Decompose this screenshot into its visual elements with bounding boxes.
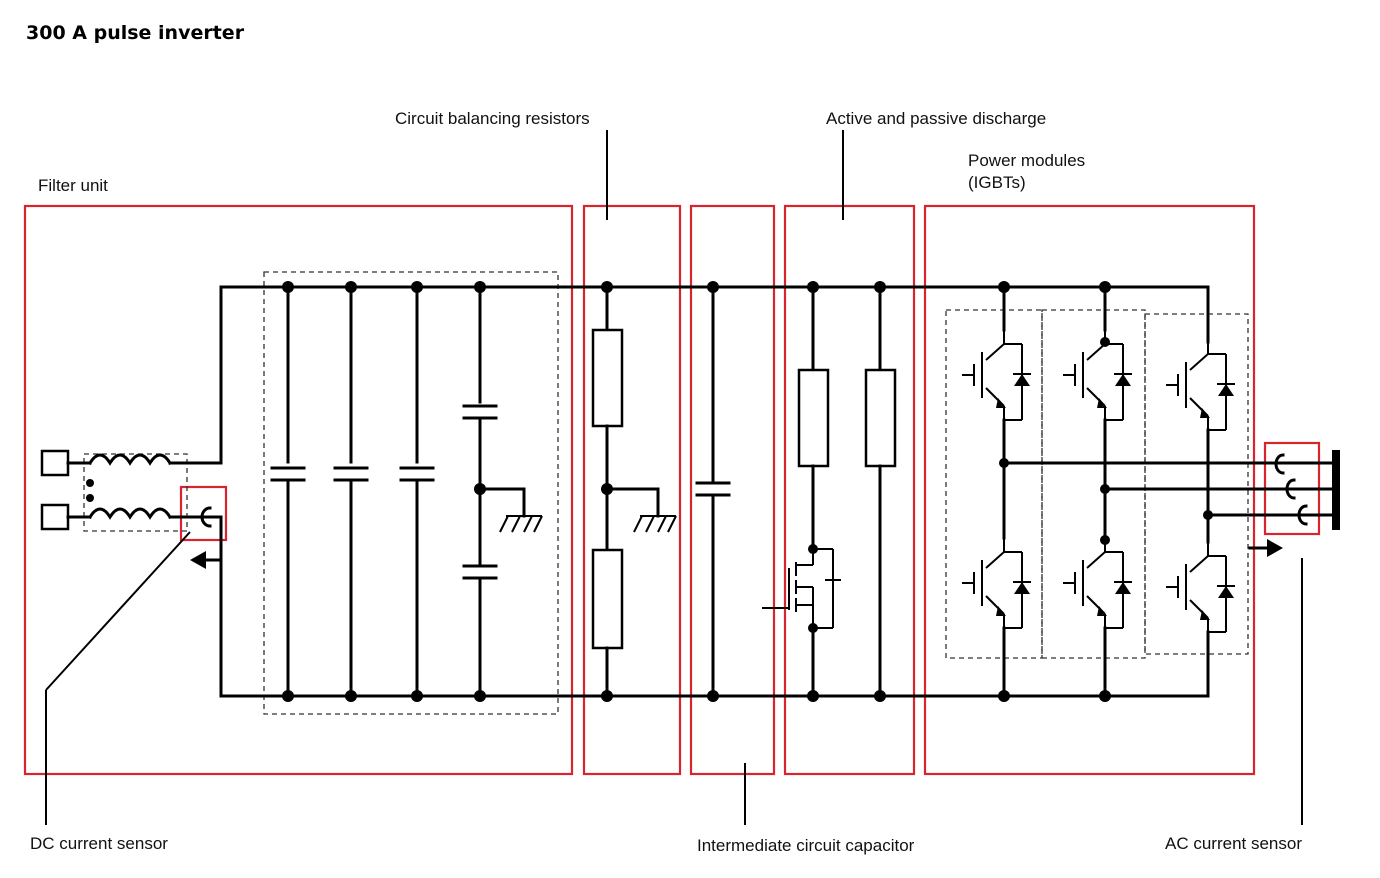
dc-current-arrow <box>190 551 206 569</box>
common-mode-choke <box>83 453 188 532</box>
balancing-resistors-box <box>582 204 682 776</box>
dc-input-terminal-minus <box>40 503 70 531</box>
phase-module-u <box>945 309 1043 659</box>
intermediate-capacitor-box <box>689 204 776 776</box>
igbt-bridge <box>961 285 1236 698</box>
dc-input-terminal-plus <box>40 449 70 477</box>
page-title: 300 A pulse inverter <box>26 22 245 44</box>
ac-output-terminal <box>1332 450 1340 530</box>
ac-phase-outputs <box>1002 450 1340 557</box>
filter-capacitors <box>270 285 543 698</box>
dc-current-sensor-symbol <box>200 506 212 528</box>
label-filter-unit: Filter unit <box>38 176 108 195</box>
label-circuit-balancing-resistors: Circuit balancing resistors <box>395 109 590 128</box>
discharge-circuit <box>762 285 897 698</box>
label-active-passive-discharge: Active and passive discharge <box>826 109 1047 128</box>
label-dc-current-sensor: DC current sensor <box>30 834 168 853</box>
discharge-box <box>783 204 916 776</box>
ac-current-arrow <box>1267 539 1283 557</box>
balancing-resistors <box>591 285 677 698</box>
label-power-modules: Power modules <box>968 151 1086 170</box>
label-intermediate-circuit-capacitor: Intermediate circuit capacitor <box>697 836 915 855</box>
dc-current-sensor-box <box>179 485 228 542</box>
dc-link-capacitor <box>695 285 731 698</box>
phase-module-v <box>1041 309 1146 659</box>
label-ac-current-sensor: AC current sensor <box>1165 834 1302 853</box>
filter-capacitor-group <box>263 271 559 715</box>
phase-module-w <box>1144 313 1249 655</box>
label-igbts: (IGBTs) <box>968 173 1026 192</box>
junction-dots <box>282 281 1213 702</box>
filter-unit-box <box>23 204 574 776</box>
